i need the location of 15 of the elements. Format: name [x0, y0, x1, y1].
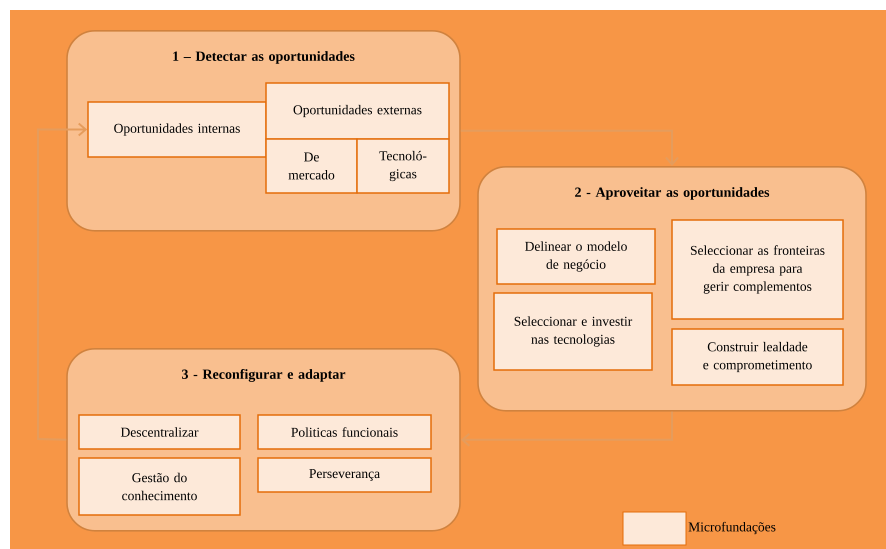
factor-box: Oportunidades internas — [87, 101, 267, 158]
arrow — [37, 122, 88, 441]
factor-box: Seleccionar as fronteiras da empresa para gerir complementos — [671, 219, 844, 320]
arrow — [460, 130, 679, 166]
arrow — [460, 412, 673, 447]
factor-box: Delinear o modelo de negócio — [496, 228, 656, 285]
factor-box: Perseverança — [257, 457, 432, 493]
legend-label: Microfundações — [688, 522, 776, 534]
factor-box: Tecnoló- gicas — [356, 138, 450, 194]
factor-box: Descentralizar — [78, 414, 241, 450]
factor-box: Seleccionar e investir nas tecnologias — [493, 292, 653, 371]
factor-box: Gestão do conhecimento — [78, 457, 241, 516]
factor-box: De mercado — [265, 138, 358, 194]
factor-box: Construir lealdade e comprometimento — [671, 328, 844, 386]
factor-box: Politicas funcionais — [257, 414, 432, 450]
